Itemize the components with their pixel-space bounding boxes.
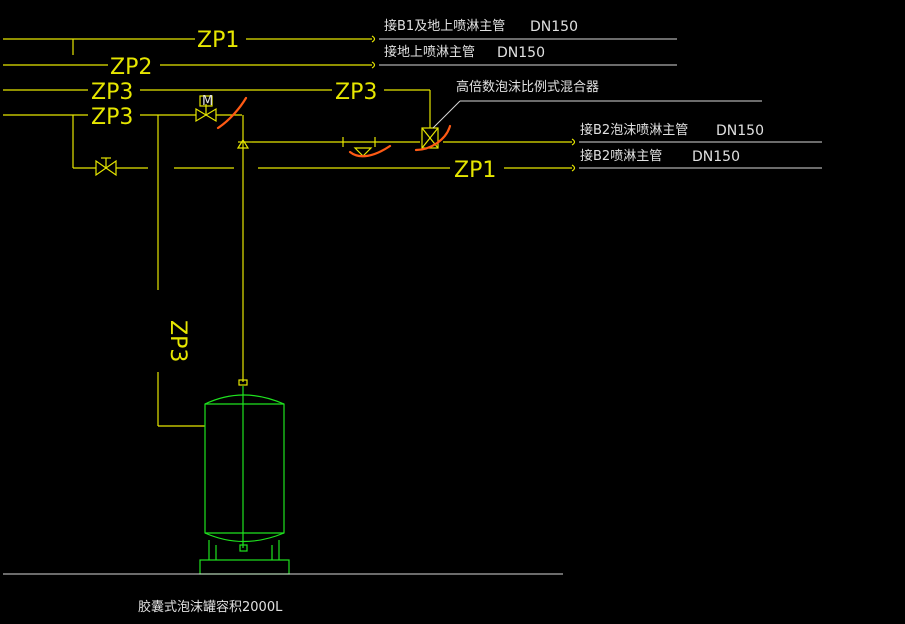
zp3-line-a xyxy=(3,89,431,128)
callout-mixer: 高倍数泡沫比例式混合器 xyxy=(456,79,599,95)
callout-b1-main: 接B1及地上喷淋主管 xyxy=(384,18,505,34)
foam-tank xyxy=(199,386,290,575)
markup-stroke-3 xyxy=(414,124,452,152)
callout-ground-main-dn: DN150 xyxy=(497,45,545,61)
foam-line xyxy=(252,137,576,157)
label-zp1-right: ZP1 xyxy=(454,158,496,183)
foam-riser xyxy=(236,115,252,386)
label-zp3-a: ZP3 xyxy=(91,80,133,105)
markup-stroke-2 xyxy=(348,144,392,158)
mixer-leader xyxy=(432,100,762,129)
callout-b2-foam-main: 接B2泡沫喷淋主管 xyxy=(580,122,688,138)
label-zp3-mid: ZP3 xyxy=(335,80,377,105)
callout-ground-main: 接地上喷淋主管 xyxy=(384,44,475,60)
label-zp3-b: ZP3 xyxy=(91,105,133,130)
gate-valve-icon xyxy=(95,157,117,177)
callout-b2-foam-main-dn: DN150 xyxy=(716,123,764,139)
zp3-line-b xyxy=(3,114,576,172)
zp3-vertical-line xyxy=(157,115,205,427)
label-zp3-vertical: ZP3 xyxy=(165,320,190,362)
callout-b2-main-dn: DN150 xyxy=(692,149,740,165)
tank-caption: 胶囊式泡沫罐容积2000L xyxy=(138,599,283,615)
callout-b2-main: 接B2喷淋主管 xyxy=(580,148,662,164)
markup-stroke-1 xyxy=(216,96,248,130)
callout-b1-main-dn: DN150 xyxy=(530,19,578,35)
motor-valve-icon: M xyxy=(195,94,217,123)
valve-tag: M xyxy=(202,94,213,109)
zp1-top-line xyxy=(3,35,376,55)
zp2-line xyxy=(3,61,376,69)
label-zp1-top: ZP1 xyxy=(197,28,239,53)
label-zp2: ZP2 xyxy=(110,55,152,80)
